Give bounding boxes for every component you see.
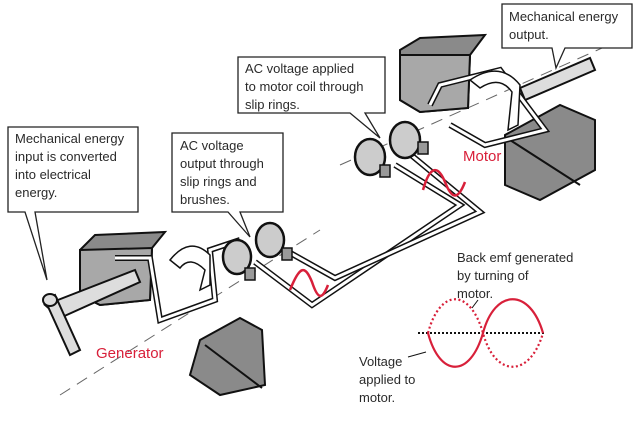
motor-output-shaft <box>518 56 597 102</box>
motor-magnet-face <box>399 54 472 114</box>
voltage-applied-wave <box>426 298 545 368</box>
generator-slip-ring-1 <box>221 238 253 276</box>
generator-axis-line <box>59 229 321 396</box>
motor-brush-2 <box>417 141 429 155</box>
waveform-graph <box>407 298 546 368</box>
motor-axis-line <box>339 39 621 166</box>
motor-ac-wave <box>421 169 467 197</box>
motor-brush-1 <box>379 164 391 178</box>
connecting-wires <box>253 147 486 309</box>
generator-brush-2 <box>281 247 293 261</box>
generator-brush-1 <box>244 267 256 281</box>
generator-magnet-south <box>188 316 267 397</box>
rotation-arrow-icon <box>168 245 211 292</box>
generator <box>42 221 330 397</box>
motor <box>353 33 597 202</box>
motor-label: Motor <box>463 148 501 165</box>
motor-rotation-arrow-icon <box>468 70 521 132</box>
motor-slip-ring-2 <box>388 120 422 160</box>
motor-magnet-south <box>504 103 596 202</box>
motor-slip-ring-1 <box>353 137 387 177</box>
generator-slip-ring-2 <box>254 221 286 259</box>
generator-ac-wave <box>288 269 330 298</box>
generator-label: Generator <box>96 345 164 362</box>
back-emf-wave <box>426 298 545 368</box>
